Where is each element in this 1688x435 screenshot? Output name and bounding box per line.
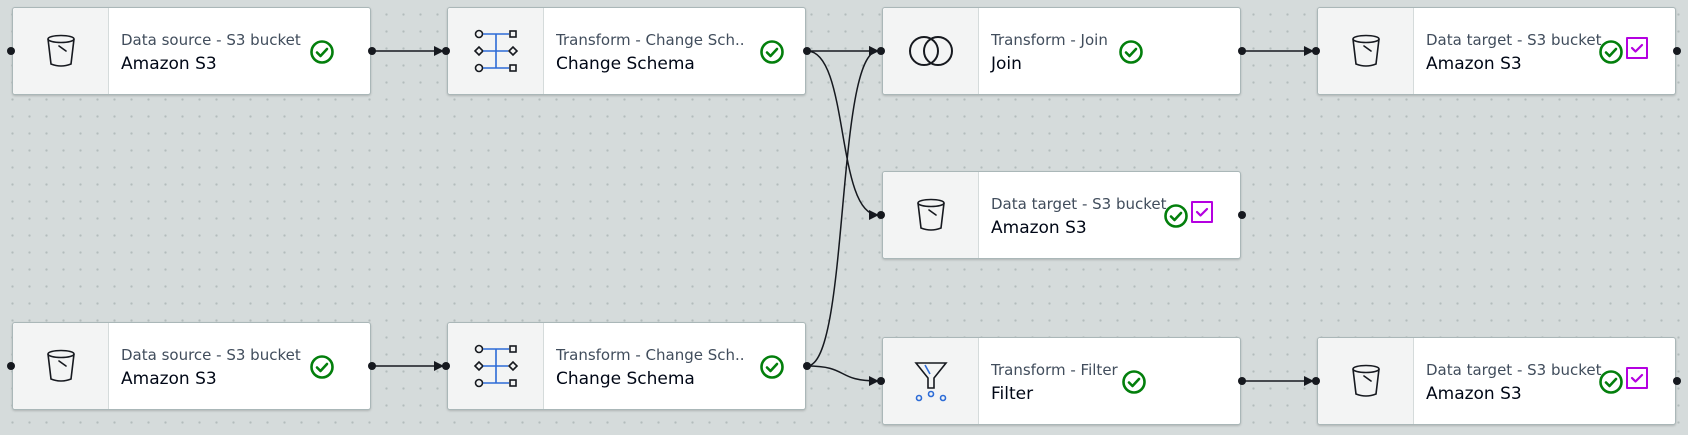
node-data-target-s3-1[interactable]: Data target - S3 bucket Amazon S3 [1317, 7, 1676, 95]
input-port[interactable] [442, 362, 450, 370]
node-transform-change-schema-1[interactable]: Transform - Change Sch... Change Schema [447, 7, 806, 95]
edge-cs1-to-tgt2[interactable] [806, 50, 879, 220]
input-port[interactable] [1312, 377, 1320, 385]
output-port[interactable] [368, 362, 376, 370]
bucket-icon [1318, 338, 1414, 424]
node-data-target-s3-3[interactable]: Data target - S3 bucket Amazon S3 [1317, 337, 1676, 425]
node-subtitle: Transform - Join [991, 31, 1108, 49]
status-success-icon [759, 354, 785, 380]
node-subtitle: Data target - S3 bucket [1426, 31, 1602, 49]
status-success-icon [759, 39, 785, 65]
bucket-icon [13, 8, 109, 94]
node-select-checkbox[interactable] [1191, 201, 1213, 223]
node-subtitle: Data target - S3 bucket [1426, 361, 1602, 379]
output-port[interactable] [803, 47, 811, 55]
output-port[interactable] [803, 362, 811, 370]
status-success-icon [1598, 39, 1624, 65]
node-title: Change Schema [556, 54, 695, 74]
node-title: Amazon S3 [1426, 384, 1522, 404]
checkmark-icon [1628, 369, 1646, 391]
node-title: Amazon S3 [991, 218, 1087, 238]
node-select-checkbox[interactable] [1626, 37, 1648, 59]
output-port[interactable] [1238, 377, 1246, 385]
input-port[interactable] [877, 211, 885, 219]
status-success-icon [309, 354, 335, 380]
bucket-icon [1318, 8, 1414, 94]
status-success-icon [1598, 369, 1624, 395]
status-success-icon [1163, 203, 1189, 229]
change-schema-icon [448, 323, 544, 409]
input-port[interactable] [7, 362, 15, 370]
join-icon [883, 8, 979, 94]
status-success-icon [309, 39, 335, 65]
input-port[interactable] [7, 47, 15, 55]
status-success-icon [1121, 369, 1147, 395]
change-schema-icon [448, 8, 544, 94]
edge-cs2-to-join[interactable] [806, 46, 879, 367]
node-select-checkbox[interactable] [1626, 367, 1648, 389]
node-transform-change-schema-2[interactable]: Transform - Change Sch... Change Schema [447, 322, 806, 410]
node-subtitle: Transform - Change Sch... [556, 31, 746, 49]
node-title: Join [991, 54, 1022, 74]
node-subtitle: Transform - Filter [991, 361, 1118, 379]
bucket-icon [883, 172, 979, 258]
status-success-icon [1118, 39, 1144, 65]
node-title: Amazon S3 [121, 54, 217, 74]
node-subtitle: Data target - S3 bucket [991, 195, 1167, 213]
checkmark-icon [1193, 203, 1211, 225]
output-port[interactable] [1673, 47, 1681, 55]
node-title: Change Schema [556, 369, 695, 389]
input-port[interactable] [1312, 47, 1320, 55]
filter-icon [883, 338, 979, 424]
input-port[interactable] [442, 47, 450, 55]
node-subtitle: Transform - Change Sch... [556, 346, 746, 364]
node-title: Amazon S3 [121, 369, 217, 389]
node-subtitle: Data source - S3 bucket [121, 31, 301, 49]
node-data-target-s3-2[interactable]: Data target - S3 bucket Amazon S3 [882, 171, 1241, 259]
node-transform-filter[interactable]: Transform - Filter Filter [882, 337, 1241, 425]
output-port[interactable] [1238, 211, 1246, 219]
output-port[interactable] [1673, 377, 1681, 385]
node-title: Filter [991, 384, 1034, 404]
output-port[interactable] [1238, 47, 1246, 55]
node-subtitle: Data source - S3 bucket [121, 346, 301, 364]
input-port[interactable] [877, 47, 885, 55]
node-data-source-s3-2[interactable]: Data source - S3 bucket Amazon S3 [12, 322, 371, 410]
node-title: Amazon S3 [1426, 54, 1522, 74]
node-transform-join[interactable]: Transform - Join Join [882, 7, 1241, 95]
input-port[interactable] [877, 377, 885, 385]
checkmark-icon [1628, 39, 1646, 61]
node-data-source-s3-1[interactable]: Data source - S3 bucket Amazon S3 [12, 7, 371, 95]
output-port[interactable] [368, 47, 376, 55]
bucket-icon [13, 323, 109, 409]
edge-cs2-to-filter[interactable] [806, 365, 879, 386]
